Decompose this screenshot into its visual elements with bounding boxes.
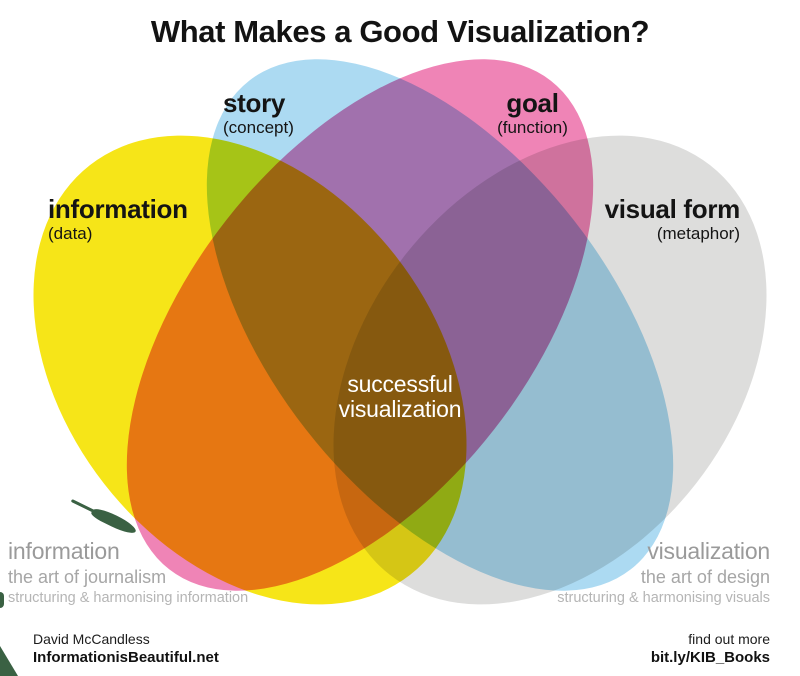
credit-more-info-label: find out more xyxy=(688,631,770,647)
page-title: What Makes a Good Visualization? xyxy=(150,14,650,49)
annotation-visualization-line1: the art of design xyxy=(640,567,770,588)
set-label-goal: goal (function) xyxy=(475,88,590,138)
artifact-corner-wedge xyxy=(0,646,18,676)
credit-more-info-link: bit.ly/KIB_Books xyxy=(650,648,770,666)
annotation-visualization-heading: visualization xyxy=(647,538,770,564)
annotation-information-line2: structuring & harmonising information xyxy=(8,590,249,607)
intersection-label-line1: successful xyxy=(347,371,453,397)
annotation-information: information the art of journalism struct… xyxy=(8,538,248,607)
annotation-visualization: visualization the art of design structur… xyxy=(557,538,770,607)
annotation-visualization-line2: structuring & harmonising visuals xyxy=(557,590,770,607)
set-label-visual-form-sub: (metaphor) xyxy=(656,224,740,244)
artifact-swoosh-tail xyxy=(70,499,98,514)
credit-author-name: David McCandless xyxy=(33,631,150,647)
set-label-story-main: story xyxy=(223,88,286,118)
credit-more-info: find out more bit.ly/KIB_Books xyxy=(651,631,770,667)
set-label-information-sub: (data) xyxy=(48,224,93,244)
artifact-edge-sliver xyxy=(0,592,4,608)
credit-author: David McCandless InformationisBeautiful.… xyxy=(33,631,219,667)
set-label-information: information (data) xyxy=(48,194,188,244)
credit-author-site: InformationisBeautiful.net xyxy=(33,648,219,666)
set-label-goal-sub: (function) xyxy=(497,118,568,138)
annotation-information-line1: the art of journalism xyxy=(8,567,167,588)
set-label-story-sub: (concept) xyxy=(223,118,294,138)
intersection-label: successful visualization xyxy=(250,372,550,422)
set-label-visual-form: visual form (metaphor) xyxy=(604,194,741,244)
set-label-story: story (concept) xyxy=(223,88,294,138)
set-label-visual-form-main: visual form xyxy=(604,194,741,224)
intersection-label-line2: visualization xyxy=(338,395,462,422)
set-label-information-main: information xyxy=(48,194,188,224)
annotation-information-heading: information xyxy=(8,538,120,564)
set-label-goal-main: goal xyxy=(506,88,559,118)
